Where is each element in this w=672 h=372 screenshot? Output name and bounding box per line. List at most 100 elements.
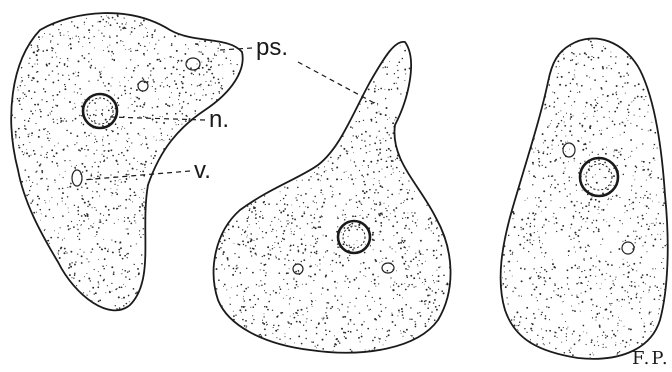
stipple-dot (386, 73, 388, 75)
stipple-dot (283, 279, 284, 280)
stipple-dot (137, 50, 139, 52)
stipple-dot (41, 178, 43, 180)
stipple-dot (347, 311, 348, 312)
stipple-dot (356, 201, 358, 203)
stipple-dot (642, 274, 644, 276)
stipple-dot (350, 174, 351, 175)
stipple-dot (124, 181, 126, 183)
stipple-dot (584, 270, 585, 271)
stipple-dot (152, 118, 154, 120)
stipple-dot (144, 55, 145, 56)
stipple-dot (125, 24, 126, 25)
stipple-dot (344, 332, 346, 334)
stipple-dot (19, 98, 20, 99)
stipple-dot (75, 72, 76, 73)
stipple-dot (589, 165, 590, 166)
stipple-dot (570, 83, 572, 85)
stipple-dot (49, 74, 50, 75)
stipple-dot (391, 89, 392, 90)
stipple-dot (397, 315, 398, 316)
stipple-dot (107, 285, 108, 286)
stipple-dot (77, 224, 78, 225)
stipple-dot (540, 200, 542, 202)
stipple-dot (77, 92, 78, 93)
stipple-dot (536, 205, 537, 206)
stipple-dot (575, 252, 576, 253)
stipple-dot (149, 42, 150, 43)
stipple-dot (506, 314, 508, 316)
stipple-dot (428, 304, 429, 305)
stipple-dot (383, 217, 384, 218)
stipple-dot (428, 318, 430, 320)
stipple-dot (556, 58, 557, 59)
stipple-dot (77, 253, 78, 254)
stipple-dot (89, 42, 90, 43)
stipple-dot (556, 231, 557, 232)
stipple-dot (167, 85, 168, 86)
stipple-dot (114, 19, 115, 20)
stipple-dot (616, 85, 618, 87)
stipple-dot (407, 213, 408, 214)
stipple-dot (651, 122, 652, 123)
stipple-dot (125, 93, 126, 94)
stipple-dot (348, 323, 349, 324)
stipple-dot (654, 276, 655, 277)
stipple-dot (191, 84, 192, 85)
stipple-dot (57, 237, 59, 239)
stipple-dot (554, 284, 556, 286)
stipple-dot (250, 307, 251, 308)
stipple-dot (203, 74, 204, 75)
stipple-dot (102, 19, 104, 21)
stipple-dot (387, 330, 388, 331)
stipple-dot (161, 133, 163, 135)
stipple-dot (611, 293, 612, 294)
stipple-dot (566, 336, 567, 337)
stipple-dot (573, 238, 574, 239)
stipple-dot (648, 228, 650, 230)
stipple-dot (292, 212, 293, 213)
stipple-dot (513, 319, 514, 320)
pseudopod-label: ps. (256, 36, 288, 60)
stipple-dot (347, 306, 348, 307)
stipple-dot (310, 276, 312, 278)
stipple-dot (64, 148, 65, 149)
stipple-dot (225, 57, 227, 59)
stipple-dot (256, 238, 258, 240)
stipple-dot (641, 257, 643, 259)
stipple-dot (404, 227, 406, 229)
stipple-dot (538, 158, 540, 160)
stipple-dot (605, 337, 607, 339)
stipple-dot (374, 301, 375, 302)
stipple-dot (363, 181, 365, 183)
stipple-dot (550, 123, 551, 124)
stipple-dot (595, 266, 596, 267)
stipple-dot (425, 281, 426, 282)
stipple-dot (517, 261, 518, 262)
stipple-dot (542, 339, 543, 340)
stipple-dot (549, 125, 550, 126)
stipple-dot (517, 329, 518, 330)
stipple-dot (124, 86, 126, 88)
stipple-dot (56, 152, 58, 154)
stipple-dot (54, 145, 55, 146)
stipple-dot (334, 295, 336, 297)
stipple-dot (598, 154, 599, 155)
stipple-dot (87, 295, 88, 296)
stipple-dot (275, 292, 277, 294)
stipple-dot (211, 73, 213, 75)
stipple-dot (214, 54, 215, 55)
stipple-dot (101, 33, 102, 34)
stipple-dot (276, 337, 277, 338)
stipple-dot (643, 161, 645, 163)
stipple-dot (315, 252, 317, 254)
stipple-dot (659, 299, 660, 300)
stipple-dot (143, 53, 145, 55)
stipple-dot (527, 217, 529, 219)
stipple-dot (289, 246, 290, 247)
stipple-dot (428, 321, 429, 322)
stipple-dot (571, 105, 572, 106)
stipple-dot (358, 200, 360, 202)
stipple-dot (374, 283, 376, 285)
stipple-dot (218, 82, 220, 84)
stipple-dot (539, 161, 541, 163)
